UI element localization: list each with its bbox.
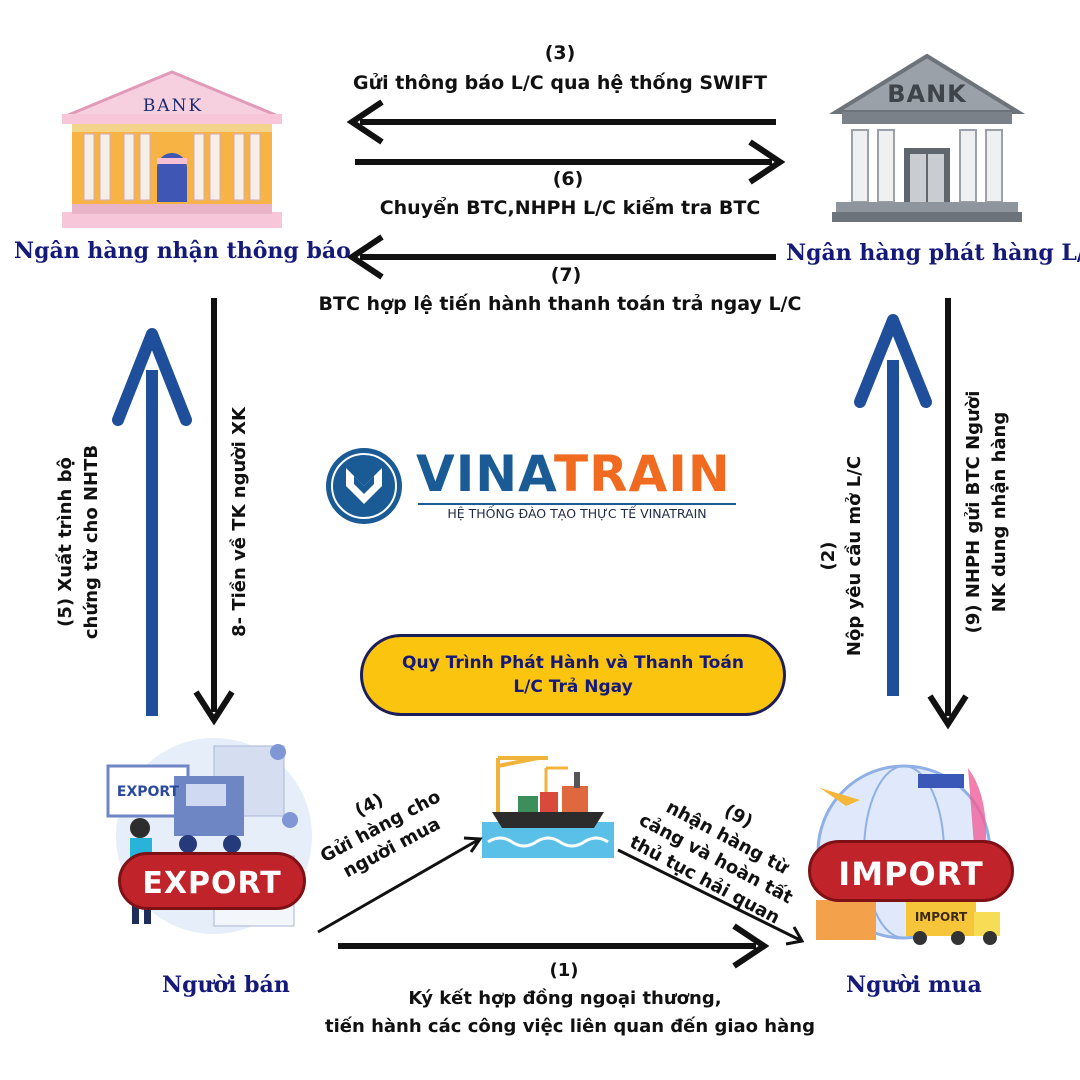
process-title-line2: L/C Trả Ngay [513, 677, 633, 697]
step-8-label: 8- Tiền về TK người XK [229, 407, 250, 637]
step-3-text: Gửi thông báo L/C qua hệ thống SWIFT [353, 72, 767, 94]
step-2-line2: Nộp yêu cầu mở L/C [844, 455, 865, 657]
step-9a-label: (9) NHPH gửi BTC Người NK dung nhận hàng [961, 362, 1021, 662]
issuing-bank-building-icon [828, 53, 1026, 222]
step-1-line2: tiến hành các công việc liên quan đến gi… [325, 1016, 815, 1037]
seller-name: Người bán [162, 972, 290, 998]
import-badge: IMPORT [808, 840, 1014, 902]
step-7-number: (7) [550, 264, 582, 286]
step-3-number: (3) [544, 42, 576, 64]
step-2-label: (2) Nộp yêu cầu mở L/C [816, 406, 876, 706]
step-6-number: (6) [552, 168, 584, 190]
step-5-line2: chứng từ cho NHTB [81, 444, 102, 640]
step-1-number: (1) [549, 960, 579, 981]
process-title-box: Quy Trình Phát Hành và Thanh Toán L/C Tr… [360, 634, 786, 716]
export-truck-sign: EXPORT [116, 784, 180, 800]
brand-divider [418, 503, 736, 505]
buyer-name: Người mua [846, 972, 982, 998]
step-5-line1: (5) Xuất trình bộ [55, 457, 76, 627]
advising-bank-building-icon [62, 70, 282, 228]
brand-part-train: TRAIN [553, 445, 731, 503]
step-9a-line1: (9) NHPH gửi BTC Người [963, 390, 984, 634]
step-1-line1: Ký kết hợp đồng ngoại thương, [408, 988, 722, 1009]
issuing-bank-name: Ngân hàng phát hàng L/C [786, 240, 1080, 266]
cargo-ship-port-icon [482, 756, 614, 858]
process-title-line1: Quy Trình Phát Hành và Thanh Toán [402, 653, 744, 673]
advising-bank-sign: BANK [142, 96, 204, 116]
brand-part-vina: VINA [416, 445, 554, 503]
step-7-text: BTC hợp lệ tiến hành thanh toán trả ngay… [318, 293, 802, 315]
export-badge: EXPORT [118, 852, 306, 910]
vinatrain-emblem-icon [326, 448, 402, 524]
step-4-label: (4) Gửi hàng cho người mua [289, 755, 481, 914]
brand-tagline: HỆ THỐNG ĐÀO TẠO THỰC TẾ VINATRAIN [447, 506, 707, 521]
import-truck-sign: IMPORT [914, 910, 968, 924]
step-2-line1: (2) [818, 541, 839, 571]
issuing-bank-sign: BANK [887, 80, 967, 108]
advising-bank-name: Ngân hàng nhận thông báo [14, 238, 351, 264]
step-9b-label: (9) nhận hàng từ cảng và hoàn tất thủ tụ… [604, 759, 832, 950]
step-5-label: (5) Xuất trình bộ chứng từ cho NHTB [53, 392, 113, 692]
step-9a-line2: NK dung nhận hàng [989, 411, 1010, 613]
brand-name: VINATRAIN [416, 446, 731, 502]
step-6-text: Chuyển BTC,NHPH L/C kiểm tra BTC [379, 197, 761, 219]
